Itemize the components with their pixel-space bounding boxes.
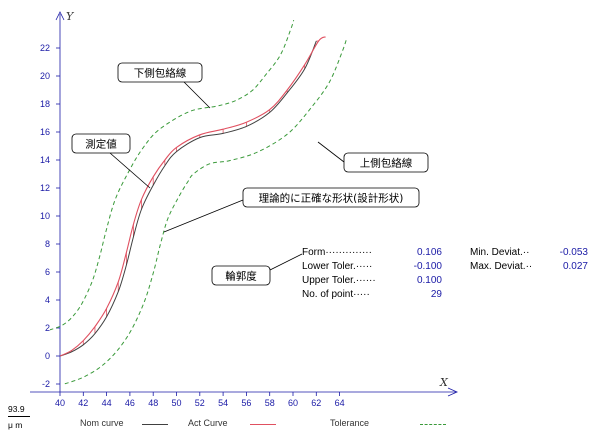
- callout-nominal-box: [242, 187, 420, 208]
- scale-value: 93.9: [8, 404, 25, 414]
- actual-curve: [59, 36, 326, 357]
- x-tick-label: 56: [241, 398, 251, 408]
- legend-label: Nom curve: [80, 418, 124, 428]
- deviation-stat-row: Min. Deviat.·· -0.053: [470, 246, 588, 260]
- y-tick-label: 14: [40, 155, 50, 165]
- legend-swatch: [420, 424, 446, 425]
- upper-tolerance-envelope: [64, 37, 348, 385]
- y-tick-label: 0: [45, 351, 50, 361]
- scale-line: [8, 416, 30, 417]
- callout-upper-envelope-leader: [317, 141, 345, 163]
- y-tick-label: 8: [45, 239, 50, 249]
- nominal-curve: [59, 40, 317, 357]
- callout-lower-envelope-box: [117, 62, 203, 83]
- y-tick-label: 10: [40, 211, 50, 221]
- scale-unit: μ m: [8, 420, 23, 430]
- x-tick-label: 44: [102, 398, 112, 408]
- curves-group: [49, 19, 348, 385]
- legend-label: Tolerance: [330, 418, 370, 428]
- stat-label: Lower Toler.·····: [302, 261, 373, 272]
- deviation-stat-label: Min. Deviat.··: [470, 247, 530, 258]
- stat-row: No. of point····· 29: [302, 288, 442, 302]
- y-tick-label: 12: [40, 183, 50, 193]
- stat-row: Upper Toler.······ 0.100: [302, 274, 442, 288]
- deviation-stat-row: Max. Deviat.·· 0.027: [470, 260, 588, 274]
- legend-item: Tolerance: [330, 418, 446, 428]
- y-tick-label: 22: [40, 43, 50, 53]
- x-tick-label: 42: [78, 398, 88, 408]
- y-tick-label: 2: [45, 323, 50, 333]
- y-tick-label: 6: [45, 267, 50, 277]
- deviation-stat-value: -0.053: [559, 247, 588, 258]
- legend-item: Act Curve: [188, 418, 276, 428]
- y-tick-label: 16: [40, 127, 50, 137]
- deviation-stat-value: 0.027: [562, 261, 588, 272]
- y-tick-label: 18: [40, 99, 50, 109]
- x-tick-label: 46: [125, 398, 135, 408]
- stat-label: Upper Toler.······: [302, 275, 376, 286]
- callout-measured-label: 測定値: [85, 138, 117, 151]
- callout-profile-leader: [269, 253, 303, 271]
- scale-bar: 93.9 μ m: [8, 404, 30, 430]
- x-tick-label: 58: [265, 398, 275, 408]
- callout-profile-box: [211, 265, 271, 286]
- stat-value: 29: [430, 289, 442, 300]
- callout-measured-leader: [109, 152, 151, 189]
- stat-label: Form··············: [302, 247, 372, 258]
- callout-nominal-label: 理論的に正確な形状(設計形状): [259, 192, 404, 205]
- stat-value: 0.100: [416, 275, 442, 286]
- stat-label: No. of point·····: [302, 289, 370, 300]
- callout-lower-envelope-leader: [183, 81, 211, 109]
- callout-nominal-leader: [163, 199, 244, 233]
- stat-value: 0.106: [416, 247, 442, 258]
- y-tick-label: 4: [45, 295, 50, 305]
- stat-value: -0.100: [413, 261, 442, 272]
- x-tick-label: 52: [195, 398, 205, 408]
- stat-row: Form·············· 0.106: [302, 246, 442, 260]
- callout-lower-envelope-label: 下側包絡線: [134, 67, 187, 80]
- x-tick-label: 48: [148, 398, 158, 408]
- stat-row: Lower Toler.····· -0.100: [302, 260, 442, 274]
- x-tick-label: 40: [55, 398, 65, 408]
- callout-upper-envelope-box: [343, 152, 429, 173]
- y-tick-label: -2: [42, 379, 50, 389]
- lower-tolerance-envelope: [49, 19, 295, 331]
- x-tick-label: 60: [288, 398, 298, 408]
- callout-measured-box: [71, 133, 131, 154]
- legend-swatch: [250, 424, 276, 425]
- x-tick-label: 54: [218, 398, 228, 408]
- y-axis-label: Y: [66, 10, 75, 23]
- legend-item: Nom curve: [80, 418, 168, 428]
- deviation-stat-label: Max. Deviat.··: [470, 261, 533, 272]
- callout-upper-envelope-label: 上側包絡線: [360, 157, 413, 170]
- x-axis-arrow: [447, 387, 458, 397]
- x-tick-label: 62: [311, 398, 321, 408]
- x-tick-label: 64: [335, 398, 345, 408]
- x-axis-label: X: [439, 376, 449, 389]
- x-tick-label: 50: [171, 398, 181, 408]
- y-axis-arrow: [55, 11, 65, 21]
- y-tick-label: 20: [40, 71, 50, 81]
- legend-swatch: [142, 424, 168, 425]
- callout-profile-label: 輪郭度: [225, 270, 257, 283]
- legend-label: Act Curve: [188, 418, 228, 428]
